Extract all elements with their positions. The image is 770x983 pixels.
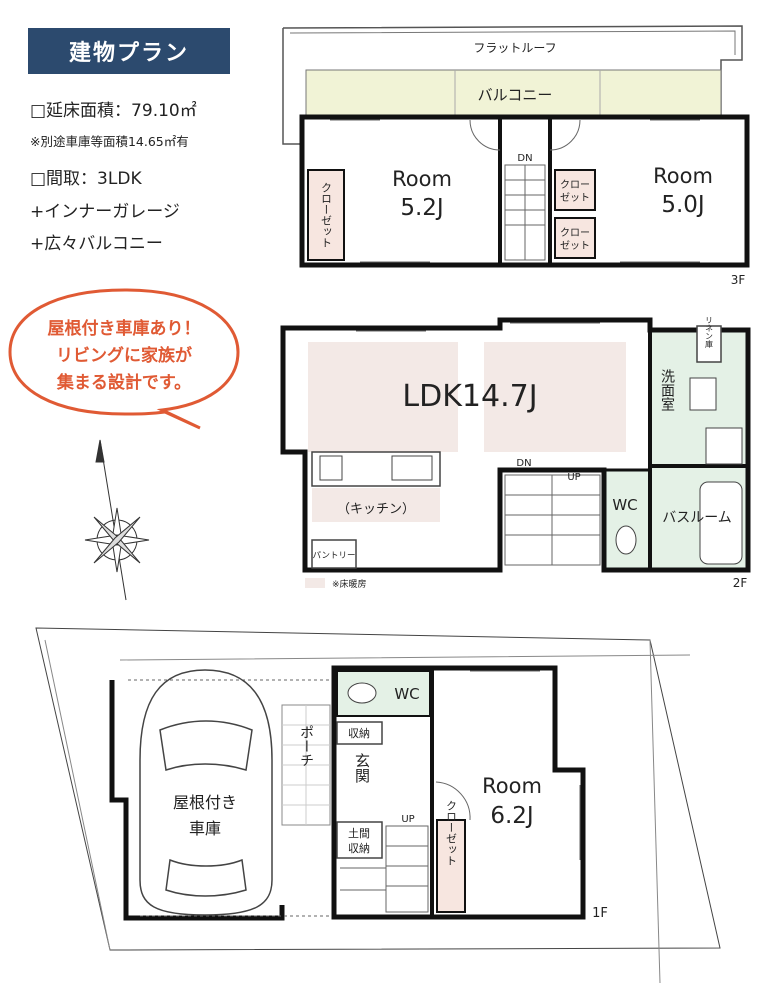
room-3f-right-name: Room: [653, 164, 713, 188]
floor-2f-label: 2F: [733, 576, 748, 590]
room-1f-name: Room: [482, 774, 542, 798]
floor-heating-area-1: [308, 342, 458, 452]
floor-2f: パントリー （キッチン） DN UP リネン庫 LDK14.7J 洗面室 バスル…: [280, 316, 751, 590]
floor-1f-label: 1F: [592, 906, 608, 921]
page-title: 建物プラン: [28, 28, 230, 74]
closet-3f-left-label: クローゼット: [320, 182, 333, 248]
floor-1f: 屋根付き 車庫 ポーチ WC 収納 玄関 土間 収納 UP クローゼット: [35, 627, 721, 983]
balcony-label: バルコニー: [478, 86, 553, 104]
floor-heating-note: ※床暖房: [332, 578, 367, 590]
spec-feature-garage: +インナーガレージ: [30, 202, 180, 222]
spec-floor-area: □延床面積：79.10㎡: [30, 101, 197, 121]
shoe-storage-label: 収納: [348, 727, 370, 740]
kitchen-label: （キッチン）: [337, 502, 415, 517]
garage-line-1: 屋根付き: [173, 793, 237, 812]
callout-line-2: リビングに家族が: [56, 345, 192, 366]
spec-layout: □間取：3LDK: [30, 169, 142, 189]
stair-3f-dn: DN: [517, 153, 532, 164]
closet-3f-small-1b: ゼット: [560, 192, 590, 204]
wc-1f-label: WC: [394, 685, 419, 703]
callout-line-1: 屋根付き車庫あり！: [48, 318, 201, 339]
flat-roof-label: フラットルーフ: [473, 41, 556, 55]
spec-feature-balcony: +広々バルコニー: [30, 234, 163, 254]
garage-line-2: 車庫: [189, 819, 221, 838]
washroom-label: 洗面室: [659, 369, 675, 411]
linen-label: リネン庫: [705, 316, 714, 349]
floor-3f-label: 3F: [731, 273, 746, 287]
wc-2f-label: WC: [612, 496, 637, 514]
closet-3f-small-2a: クロー: [560, 227, 590, 239]
doma-storage-b: 収納: [348, 842, 370, 855]
floor-heating-area-2: [484, 342, 626, 452]
closet-3f-small-1a: クロー: [560, 179, 590, 191]
closet-1f-label: クローゼット: [445, 800, 458, 866]
spec-garage-note: ※別途車庫等面積14.65㎡有: [30, 134, 189, 149]
closet-3f-small-2b: ゼット: [560, 240, 590, 252]
floor-3f: フラットルーフ バルコニー クローゼット クロー ゼット クロー ゼット DN: [282, 25, 750, 287]
callout-line-3: 集まる設計です。: [56, 372, 191, 393]
doma-storage-a: 土間: [348, 827, 370, 840]
room-3f-left-name: Room: [392, 167, 452, 191]
ldk-label: LDK14.7J: [402, 379, 537, 414]
bathroom-label: バスルーム: [662, 510, 732, 526]
callout-bubble: 屋根付き車庫あり！ リビングに家族が 集まる設計です。: [8, 288, 240, 430]
pantry-label: パントリー: [313, 551, 356, 561]
compass-icon: [84, 439, 150, 601]
room-3f-right-size: 5.0J: [661, 192, 704, 218]
porch-label: ポーチ: [298, 725, 314, 767]
room-3f-left-size: 5.2J: [400, 195, 443, 221]
stair-1f-up: UP: [401, 814, 414, 825]
car-icon: [139, 669, 273, 916]
room-1f-size: 6.2J: [490, 803, 533, 829]
entrance-label: 玄関: [353, 753, 371, 784]
stair-2f-up: UP: [567, 472, 580, 483]
stair-2f-dn: DN: [516, 458, 531, 469]
